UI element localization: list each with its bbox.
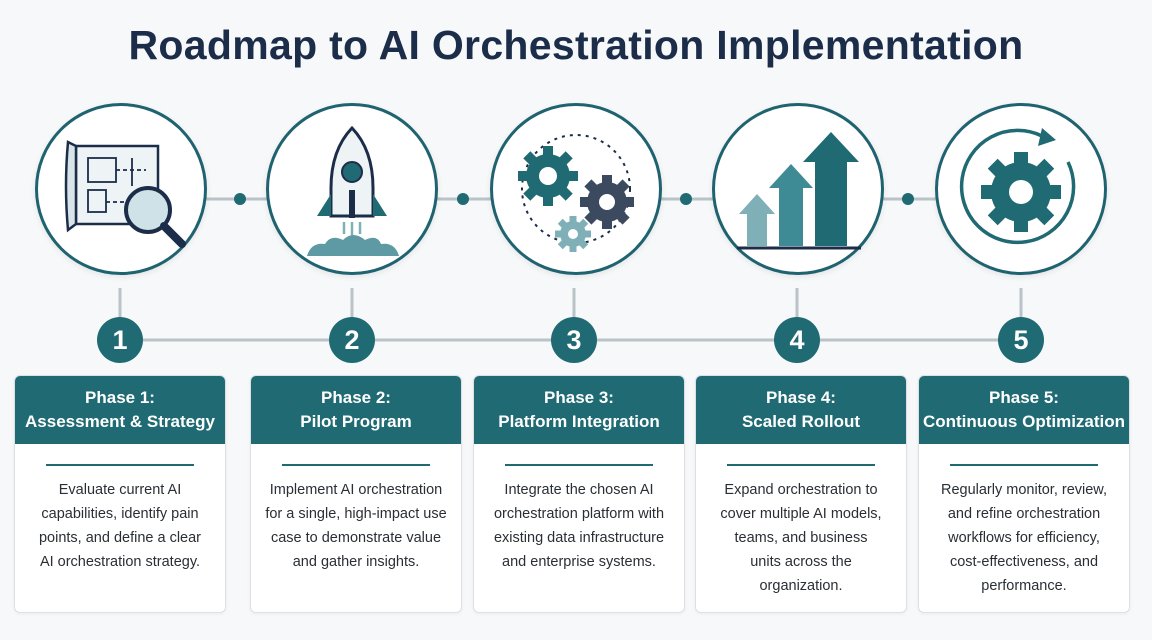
phase-3-name: Platform Integration	[498, 412, 660, 431]
blueprint-magnifier-icon	[64, 140, 186, 248]
phase-5-name: Continuous Optimization	[922, 412, 1126, 431]
page-title: Roadmap to AI Orchestration Implementati…	[128, 22, 1024, 68]
phase-1-label: Phase 1:	[85, 388, 155, 407]
phase-5-card-header: Phase 5: Continuous Optimization	[919, 376, 1129, 444]
phase-1-number-badge: 1	[97, 317, 143, 363]
phase-5-icon-circle	[935, 103, 1107, 275]
phase-2-number-badge: 2	[329, 317, 375, 363]
phase-2-divider	[282, 464, 430, 466]
phase-3-label: Phase 3:	[544, 388, 614, 407]
phase-1-description: Evaluate current AI capabilities, identi…	[38, 482, 202, 570]
phase-4-name: Scaled Rollout	[741, 412, 861, 431]
phase-2-name: Pilot Program	[300, 412, 412, 431]
phase-2-label: Phase 2:	[321, 388, 391, 407]
phase-3-description: Integrate the chosen AI orchestration pl…	[493, 482, 665, 570]
phase-4-card-header: Phase 4: Scaled Rollout	[696, 376, 906, 444]
phase-5-description: Regularly monitor, review, and refine or…	[940, 482, 1107, 594]
phase-4-description: Expand orchestration to cover multiple A…	[720, 482, 882, 594]
gears-icon	[518, 134, 634, 252]
phase-4-label: Phase 4:	[766, 388, 836, 407]
phase-2-card: Phase 2: Pilot Program Implement AI orch…	[250, 375, 462, 613]
phase-4-icon-circle	[712, 103, 884, 275]
phase-3-card: Phase 3: Platform Integration Integrate …	[473, 375, 685, 613]
phase-5-card: Phase 5: Continuous Optimization Regular…	[918, 375, 1130, 613]
phase-1-card-header: Phase 1: Assessment & Strategy	[15, 376, 225, 444]
growth-arrows-icon	[737, 132, 861, 250]
phase-4-divider	[727, 464, 875, 466]
phase-1-name: Assessment & Strategy	[25, 412, 215, 431]
phase-1-divider	[46, 464, 194, 466]
phase-5-divider	[950, 464, 1098, 466]
phase-2-description: Implement AI orchestration for a single,…	[265, 482, 447, 570]
phase-5-number-badge: 5	[998, 317, 1044, 363]
phase-3-icon-circle	[490, 103, 662, 275]
gear-cycle-icon	[959, 128, 1076, 245]
phase-1-card: Phase 1: Assessment & Strategy Evaluate …	[14, 375, 226, 613]
phase-2-icon-circle	[266, 103, 438, 275]
phase-3-number-badge: 3	[551, 317, 597, 363]
rocket-icon	[307, 125, 399, 256]
phase-3-divider	[505, 464, 653, 466]
phase-3-card-header: Phase 3: Platform Integration	[474, 376, 684, 444]
phase-4-card: Phase 4: Scaled Rollout Expand orchestra…	[695, 375, 907, 613]
phase-5-label: Phase 5:	[989, 388, 1059, 407]
phase-1-icon-circle	[35, 103, 207, 275]
phase-4-number-badge: 4	[774, 317, 820, 363]
phase-2-card-header: Phase 2: Pilot Program	[251, 376, 461, 444]
